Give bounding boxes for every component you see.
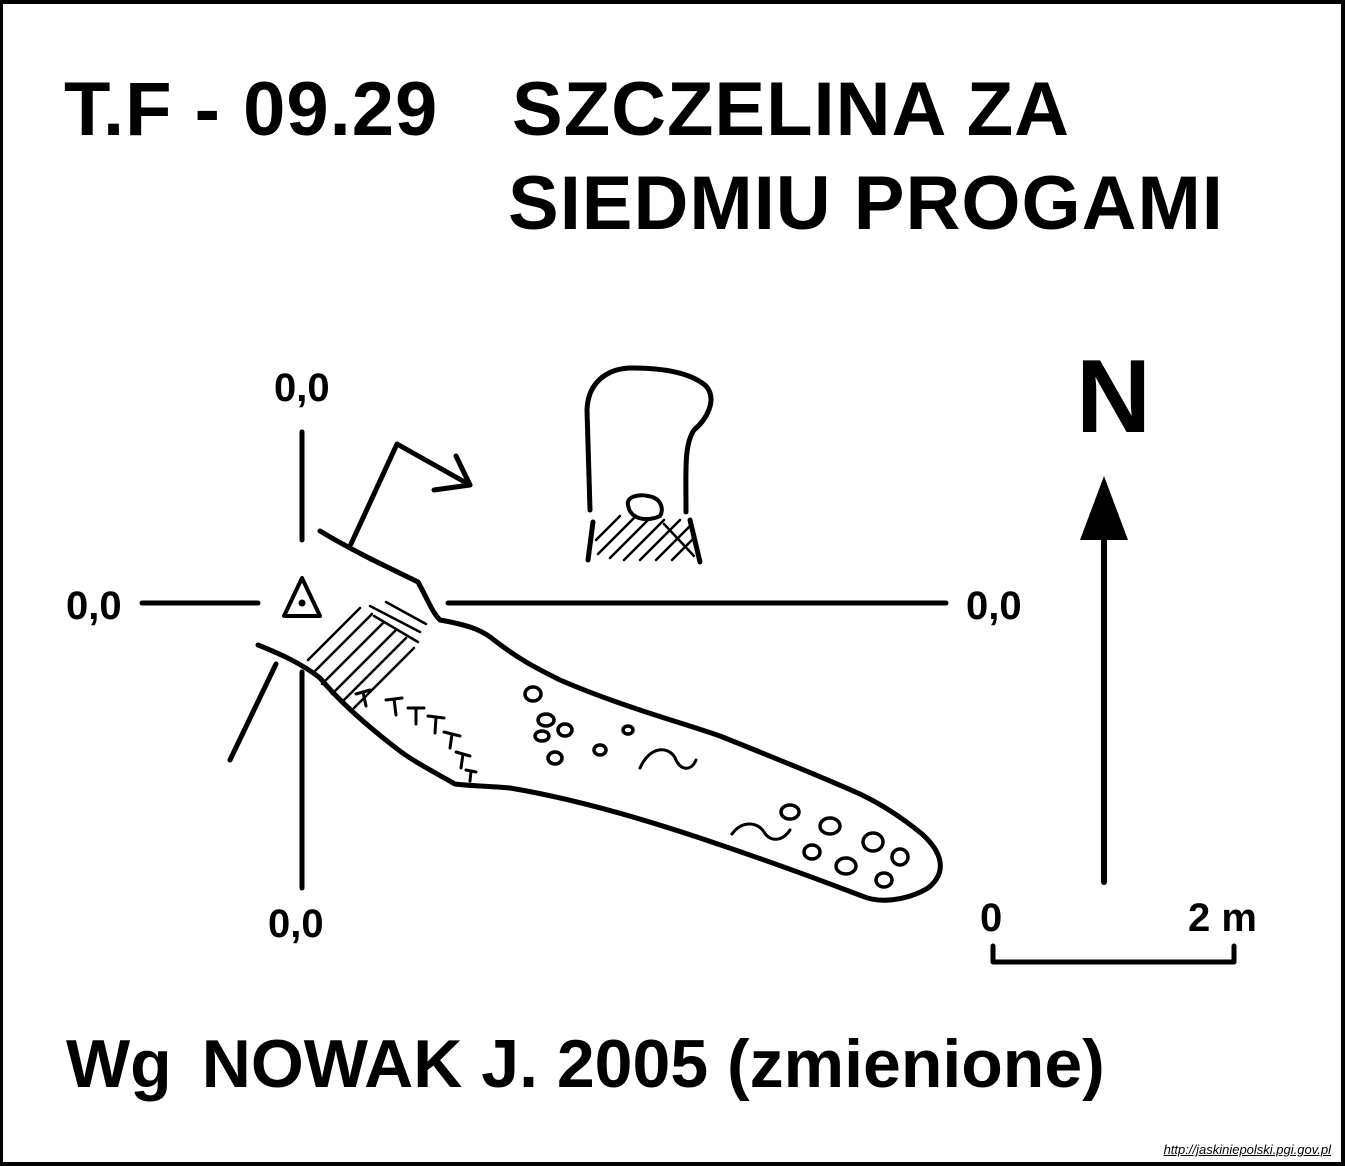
clay-wave-icon bbox=[638, 748, 792, 841]
rock-debris-icon bbox=[354, 688, 478, 783]
credit-text: NOWAK J. 2005 (zmienione) bbox=[201, 1026, 1105, 1102]
scale-bar bbox=[990, 943, 1237, 965]
cave-name-line2: SIEDMIU PROGAMI bbox=[508, 161, 1224, 246]
datum-triangle-icon bbox=[282, 576, 322, 618]
source-url-link[interactable]: http://jaskiniepolski.pgi.gov.pl bbox=[1163, 1142, 1331, 1157]
coordinate-label-bottom: 0,0 bbox=[268, 902, 324, 946]
north-arrow-icon bbox=[1080, 476, 1128, 885]
cross-section-boulder bbox=[625, 493, 664, 522]
cave-outline bbox=[227, 441, 943, 903]
coordinate-label-left: 0,0 bbox=[66, 584, 122, 628]
reference-cross bbox=[139, 429, 949, 891]
coordinate-label-top: 0,0 bbox=[274, 366, 330, 410]
cave-name-line1: SZCZELINA ZA bbox=[512, 67, 1071, 152]
boulder-icon bbox=[523, 685, 910, 889]
scale-start-label: 0 bbox=[980, 896, 1003, 940]
scale-end-label: 2 m bbox=[1188, 896, 1257, 940]
cave-code: T.F - 09.29 bbox=[64, 67, 439, 152]
cross-section-hatching bbox=[594, 514, 696, 562]
credit-prefix: Wg bbox=[66, 1026, 172, 1102]
cave-cross-section bbox=[584, 365, 714, 565]
entrance-hatching bbox=[306, 600, 428, 710]
coordinate-label-right: 0,0 bbox=[966, 584, 1022, 628]
north-label: N bbox=[1076, 339, 1152, 455]
